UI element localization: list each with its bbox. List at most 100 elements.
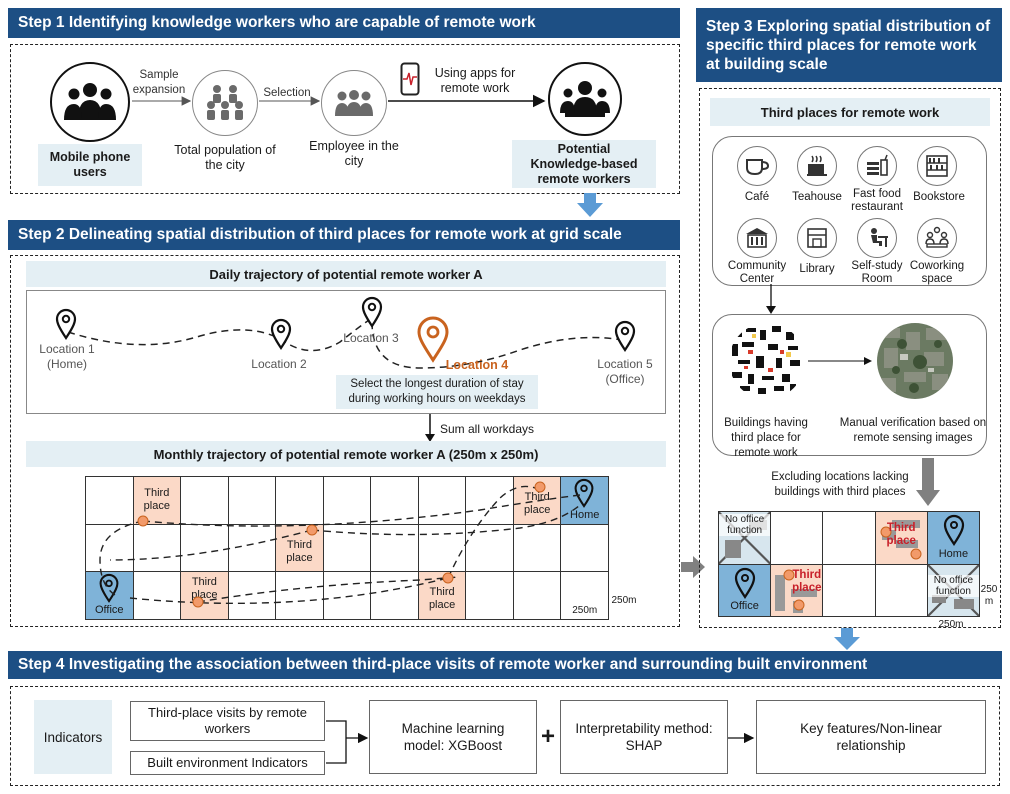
- library-icon: [797, 218, 837, 258]
- office-pin-icon: [99, 574, 119, 604]
- grid-cell: 250m: [561, 572, 609, 620]
- grid-cell: [371, 572, 419, 620]
- grid-cell: [323, 572, 372, 620]
- step4-title: Step 4 Investigating the association bet…: [18, 656, 868, 673]
- grid-cell-third-place: Third place: [771, 564, 824, 617]
- using-apps-label: Using apps for remote work: [434, 66, 516, 95]
- buildings-map: [729, 323, 805, 399]
- grid-cell: [323, 524, 372, 573]
- mobile-users-box: [38, 144, 142, 186]
- grid-cell: [418, 477, 467, 525]
- grid-cell: [228, 524, 277, 573]
- down-arrow-2: [834, 628, 860, 650]
- employee-icon: [321, 70, 387, 136]
- home-label: Home: [570, 508, 600, 521]
- place-label-self-study: Self-study Room: [851, 260, 903, 285]
- mobile-users-icon: [50, 62, 130, 142]
- location4-label: Location 4: [445, 358, 509, 372]
- step3-scale-bottom: 250m: [938, 619, 964, 630]
- down-arrow-1: [577, 193, 603, 217]
- step3-title: Step 3 Exploring spatial distribution of…: [706, 17, 991, 73]
- interpretability-label: Interpretability method: SHAP: [575, 721, 713, 753]
- indicators-box: [34, 700, 112, 774]
- grid-cell-home: Home: [927, 512, 980, 565]
- grid-cell: [513, 572, 562, 620]
- grid-cell: [875, 564, 928, 617]
- connector-arrow: [766, 284, 776, 314]
- grid-cell-no-office: No office function: [927, 564, 980, 617]
- grid-cell: [561, 524, 609, 573]
- grid-cell: [133, 524, 182, 573]
- grid-cell: [466, 572, 514, 620]
- step1-arrows: [132, 94, 546, 108]
- step1-banner: Step 1 Identifying knowledge workers who…: [8, 8, 680, 38]
- third-place-label: Third place: [886, 522, 916, 547]
- key-features-label: Key features/Non-linear relationship: [800, 721, 942, 753]
- grid-cell: [418, 524, 467, 573]
- grid-cell: [823, 564, 876, 617]
- home-label: Home: [938, 547, 969, 560]
- step3-panel: [699, 88, 1001, 628]
- location2-pin-icon: [270, 318, 292, 350]
- self-study-icon: [857, 218, 897, 258]
- home-pin-icon: [575, 478, 594, 508]
- grid-cell: [228, 572, 277, 620]
- monthly-title: Monthly trajectory of potential remote w…: [153, 447, 539, 462]
- visits-box: Third-place visits by remote workers: [130, 701, 325, 741]
- grid-cell: [276, 477, 324, 525]
- step2-panel: [10, 255, 680, 627]
- third-place-label: Third place: [143, 487, 170, 512]
- step3-banner: Step 3 Exploring spatial distribution of…: [696, 8, 1002, 82]
- location2-label: Location 2: [251, 357, 307, 371]
- grid-cell: [86, 524, 134, 573]
- bookstore-icon: [917, 146, 957, 186]
- monthly-grid: Third place Third place Home Third place…: [85, 476, 609, 620]
- longest-note-box: [336, 375, 538, 409]
- place-label-cafe: Café: [744, 191, 770, 203]
- map-arrow: [808, 357, 872, 365]
- place-label-community: Community Center: [727, 260, 787, 285]
- ml-model-label: Machine learning model: XGBoost: [401, 721, 505, 753]
- grid-cell: [371, 524, 419, 573]
- place-label-teahouse: Teahouse: [792, 191, 842, 203]
- location4-pin-icon: [417, 316, 449, 363]
- fast-food-icon: [857, 146, 897, 186]
- ml-model-box: Machine learning model: XGBoost: [369, 700, 537, 774]
- grid-cell-office: Office: [719, 564, 772, 617]
- mobile-users-label: Mobile phone users: [49, 150, 131, 179]
- location3-label: Location 3: [343, 331, 399, 345]
- grid-cell-third-place: Third place: [181, 572, 229, 620]
- potential-box: [512, 140, 656, 188]
- place-label-bookstore: Bookstore: [913, 191, 965, 203]
- location3-pin-icon: [361, 296, 383, 328]
- no-office-label: No office function: [719, 514, 771, 536]
- office-label: Office: [730, 600, 759, 612]
- no-office-label: No office function: [927, 574, 979, 597]
- third-place-label: Third place: [286, 538, 313, 564]
- key-features-box: Key features/Non-linear relationship: [756, 700, 986, 774]
- grid-cell: [276, 572, 324, 620]
- excluding-arrow: [916, 458, 940, 506]
- third-places-title: Third places for remote work: [760, 105, 940, 120]
- location5-pin-icon: [614, 320, 636, 352]
- built-env-box: Built environment Indicators: [130, 751, 325, 775]
- cafe-icon: [737, 146, 777, 186]
- step1-title: Step 1 Identifying knowledge workers who…: [18, 14, 536, 31]
- remote-workers-icon: [548, 62, 622, 136]
- step2-banner: Step 2 Delineating spatial distribution …: [8, 220, 680, 250]
- step4-panel: [10, 686, 1000, 786]
- third-place-label: Third place: [792, 568, 822, 594]
- sum-workdays-label: Sum all workdays: [440, 422, 535, 436]
- grid-cell: [323, 477, 372, 525]
- daily-title: Daily trajectory of potential remote wor…: [209, 267, 483, 282]
- third-place-label: Third place: [191, 576, 218, 602]
- grid-cell-no-office: No office function: [719, 512, 772, 565]
- manual-caption: Manual verification based on remote sens…: [839, 417, 987, 444]
- building-grid: No office function Third place Home Offi…: [718, 511, 980, 617]
- excluding-label: Excluding locations lacking buildings wi…: [771, 471, 909, 498]
- grid-cell-third-place: Third place: [875, 512, 928, 565]
- daily-trajectory-panel: [26, 290, 666, 414]
- grid-cell: [181, 477, 229, 525]
- place-label-library: Library: [799, 263, 835, 275]
